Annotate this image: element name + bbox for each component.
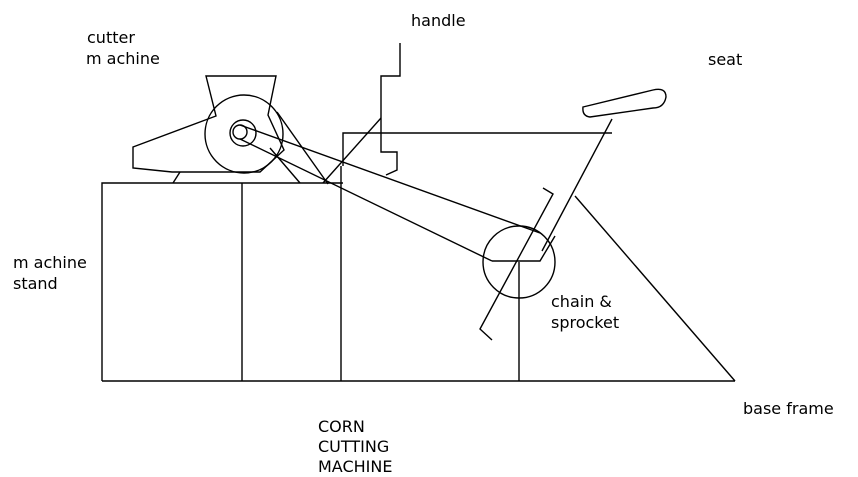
cutter-base-bracket <box>172 171 181 184</box>
chain-upper <box>239 124 541 234</box>
title-line2: CUTTING <box>318 437 390 456</box>
seat-frame-rear <box>574 195 736 382</box>
machine-stand-label-line2: stand <box>13 274 58 293</box>
base-frame-label: base frame <box>743 399 834 418</box>
sprocket-chain-return <box>492 235 556 262</box>
title-line3: MACHINE <box>318 457 393 476</box>
belt-line-2 <box>269 147 301 184</box>
seat-frame-top <box>342 132 612 166</box>
handle-label: handle <box>411 11 466 30</box>
cutter-wheel-inner <box>229 119 257 147</box>
chain-lower <box>239 138 493 262</box>
cutter-body <box>132 75 285 173</box>
machine-stand <box>101 182 343 381</box>
chain-sprocket-label-line1: chain & <box>551 292 612 311</box>
cutter-machine-label-line2: m achine <box>86 49 160 68</box>
title-line1: CORN <box>318 417 365 436</box>
handle-lever <box>322 117 382 184</box>
seat-post <box>541 118 613 252</box>
handle-post <box>380 43 401 176</box>
machine-stand-label-line1: m achine <box>13 253 87 272</box>
belt-line-1 <box>276 111 329 185</box>
seat-label: seat <box>708 50 743 69</box>
pedal-crank <box>479 187 554 341</box>
cutter-machine-label-line1: cutter <box>87 28 135 47</box>
seat <box>582 88 667 118</box>
cutter-wheel-outer <box>204 94 284 174</box>
chain-sprocket-label-line2: sprocket <box>551 313 620 332</box>
